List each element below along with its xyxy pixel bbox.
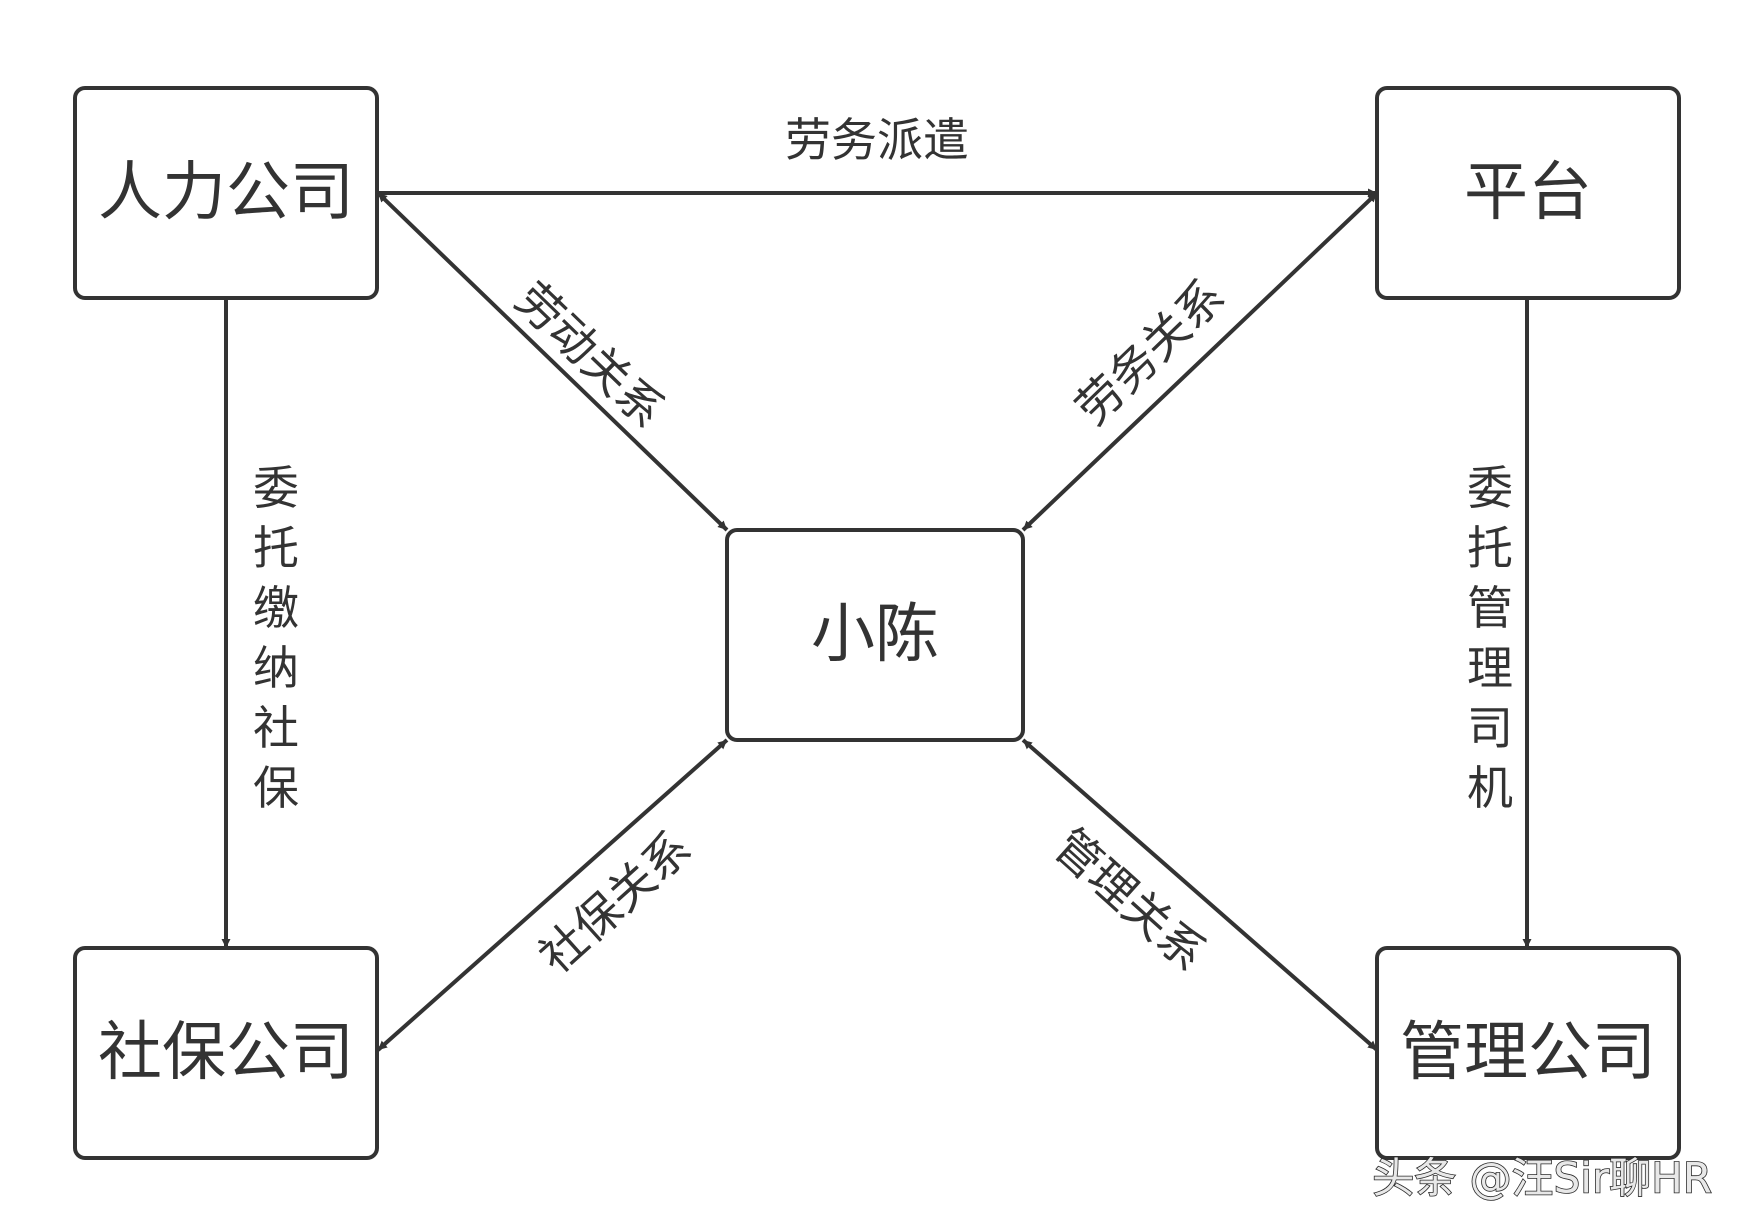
node-management-company-label: 管理公司 <box>1400 1016 1656 1090</box>
edge-label-labor-dispatch: 劳务派遣 <box>785 113 969 167</box>
edge-hr-xiaochen <box>376 191 729 532</box>
node-social-security-company-label: 社保公司 <box>98 1016 354 1090</box>
edge-xiaochen-management <box>1021 738 1379 1052</box>
node-hr-company-label: 人力公司 <box>98 156 354 230</box>
edge-label-labor-contract-relation: 劳动关系 <box>505 272 675 439</box>
edge-platform-xiaochen <box>1021 191 1379 532</box>
edge-label-entrust-driver-management: 委托管理司机 <box>1467 461 1513 815</box>
node-social-security-company: 社保公司 <box>73 946 379 1160</box>
edge-xiaochen-social <box>376 738 729 1052</box>
edge-label-entrust-social-security: 委托缴纳社保 <box>253 461 299 815</box>
node-management-company: 管理公司 <box>1375 946 1681 1160</box>
edge-label-management-relation: 管理关系 <box>1044 818 1217 981</box>
node-platform: 平台 <box>1375 86 1681 300</box>
watermark: 头条 @汪Sir聊HR <box>1372 1154 1712 1203</box>
node-xiaochen: 小陈 <box>725 528 1025 742</box>
node-platform-label: 平台 <box>1464 156 1592 230</box>
node-xiaochen-label: 小陈 <box>811 598 939 672</box>
node-hr-company: 人力公司 <box>73 86 379 300</box>
edge-label-social-security-relation: 社保关系 <box>529 820 702 983</box>
